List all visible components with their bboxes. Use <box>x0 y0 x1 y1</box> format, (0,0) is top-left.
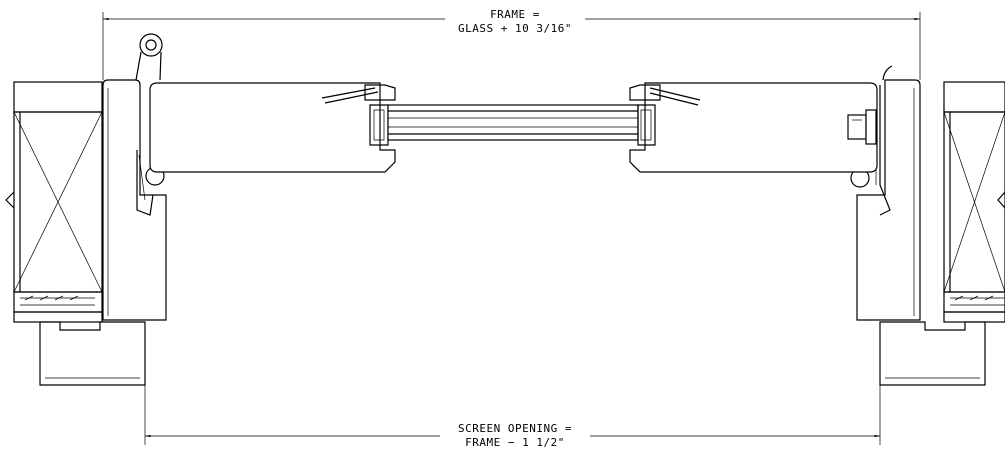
right-wall-stud <box>943 81 1005 323</box>
frame-dimension-line1: FRAME = <box>490 8 540 21</box>
screen-opening-line1: SCREEN OPENING = <box>458 422 572 435</box>
left-frame-jamb <box>39 33 167 386</box>
left-sash <box>149 82 396 173</box>
screen-opening-line2: FRAME − 1 1/2" <box>465 436 565 449</box>
frame-dimension-line2: GLASS + 10 3/16" <box>458 22 572 35</box>
left-wall-stud <box>5 81 103 323</box>
frame-dimension: FRAME = GLASS + 10 3/16" <box>102 8 921 80</box>
glass-unit <box>387 104 639 141</box>
screen-opening-dimension: SCREEN OPENING = FRAME − 1 1/2" <box>144 380 881 449</box>
right-sash <box>629 82 878 173</box>
